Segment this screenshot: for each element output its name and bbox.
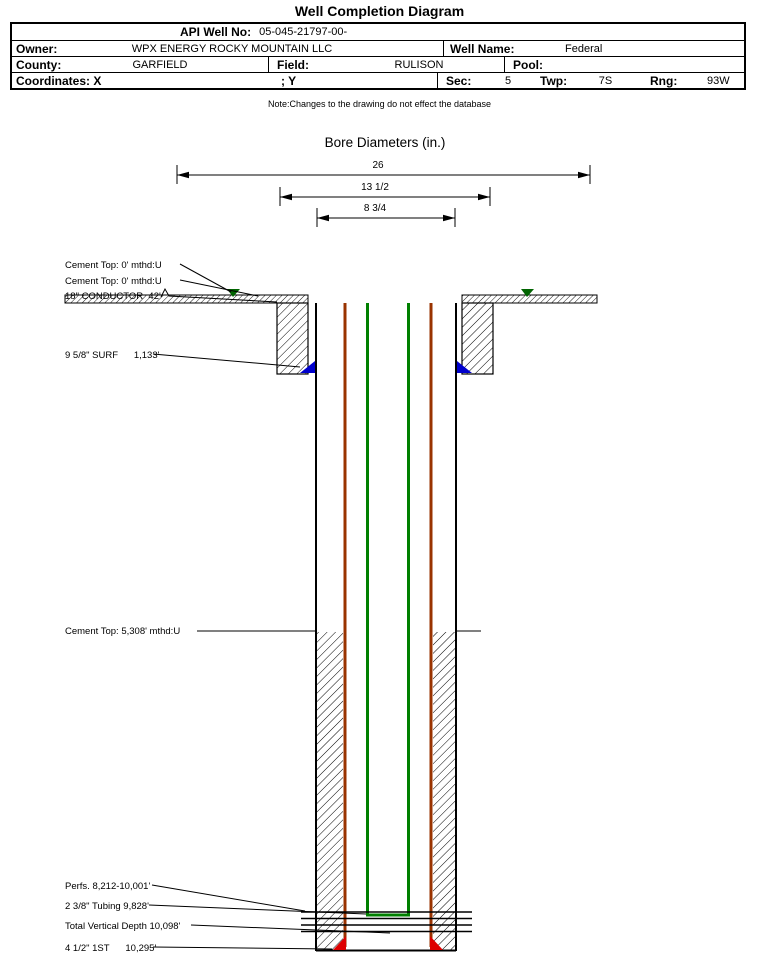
cement-top-marker-right-icon: [521, 289, 534, 297]
conductor-cement-left: [276, 302, 309, 375]
production-casing-label: 4 1/2" 1ST 10,295': [65, 943, 156, 954]
surface-casing-shoe-right-icon: [457, 361, 472, 373]
owner-value: WPX ENERGY ROCKY MOUNTAIN LLC: [131, 42, 333, 55]
database-note: Note:Changes to the drawing do not effec…: [268, 99, 491, 109]
twp-label: Twp:: [540, 73, 568, 88]
arrowhead-right-icon: [478, 193, 490, 201]
coordinates-row: Coordinates: X ; Y Sec: 5 Twp: 7S Rng: 9…: [12, 72, 744, 88]
conductor-label: 18" CONDUCTOR 42': [65, 291, 161, 302]
surface-casing-label: 9 5/8" SURF 1,133': [65, 350, 160, 361]
production-cement-right: [433, 632, 455, 950]
ground-surface-right: [461, 294, 598, 304]
sec-value: 5: [504, 74, 512, 87]
dimension-26: 26: [176, 160, 591, 184]
coordinates-y-label: ; Y: [281, 73, 297, 88]
api-value: 05-045-21797-00-: [259, 26, 348, 38]
dimension-8-3-4: 8 3/4: [316, 203, 456, 227]
county-label: County:: [16, 57, 62, 72]
rng-label: Rng:: [650, 73, 678, 88]
cement-top-2-label: Cement Top: 0' mthd:U: [65, 276, 162, 287]
field-value: RULISON: [394, 58, 444, 71]
tvd-label: Total Vertical Depth 10,098': [65, 921, 181, 932]
cement-top-2-leader: [179, 279, 259, 297]
page-title: Well Completion Diagram: [294, 3, 465, 19]
dimension-13-1-2-label: 13 1/2: [361, 182, 389, 193]
bore-diameters-title: Bore Diameters (in.): [325, 135, 446, 150]
cement-top-1-label: Cement Top: 0' mthd:U: [65, 260, 162, 271]
production-casing-shoe-left-icon: [333, 936, 346, 950]
production-cement-left: [317, 632, 343, 950]
production-shoe-leader: [152, 946, 333, 950]
well-name-label: Well Name:: [443, 41, 543, 56]
twp-value: 7S: [598, 74, 613, 87]
arrowhead-right-icon: [578, 171, 590, 179]
production-casing-shoe-right-icon: [430, 936, 443, 950]
annotation-leaders: [148, 263, 391, 950]
api-row: API Well No: 05-045-21797-00-: [12, 24, 744, 40]
cement-top-5308-label: Cement Top: 5,308' mthd:U: [65, 626, 180, 637]
arrowhead-left-icon: [177, 171, 189, 179]
sec-label: Sec:: [437, 73, 488, 88]
conductor-cement-right: [461, 302, 494, 375]
tubing-leader: [148, 904, 367, 915]
tubing-label: 2 3/8" Tubing 9,828': [65, 901, 149, 912]
owner-label: Owner:: [16, 41, 58, 56]
tvd-leader: [190, 924, 391, 934]
dimension-13-1-2: 13 1/2: [279, 182, 491, 206]
perfs-leader: [151, 884, 306, 912]
field-label: Field:: [268, 57, 368, 72]
annotation-labels: Cement Top: 0' mthd:U Cement Top: 0' mth…: [65, 260, 181, 954]
arrowhead-left-icon: [317, 214, 329, 222]
perfs-label: Perfs. 8,212-10,001': [65, 881, 150, 892]
well-info-table: API Well No: 05-045-21797-00- Owner: WPX…: [10, 22, 746, 90]
api-label: API Well No:: [180, 25, 252, 39]
conductor-leader: [160, 287, 278, 303]
county-row: County: GARFIELD Field: RULISON Pool:: [12, 56, 744, 72]
tubing-string: [366, 303, 410, 917]
surface-casing-leader: [152, 353, 301, 368]
ground-surface-left: [64, 294, 309, 304]
surface-casing-shoe-left-icon: [300, 361, 315, 373]
dimension-8-3-4-label: 8 3/4: [364, 203, 387, 214]
pool-label: Pool:: [504, 57, 744, 72]
owner-row: Owner: WPX ENERGY ROCKY MOUNTAIN LLC Wel…: [12, 40, 744, 56]
cement-top-marker-left-icon: [227, 289, 240, 297]
arrowhead-right-icon: [443, 214, 455, 222]
arrowhead-left-icon: [280, 193, 292, 201]
dimension-26-label: 26: [372, 160, 384, 171]
coordinates-label: Coordinates: X: [16, 73, 102, 88]
county-value: GARFIELD: [132, 58, 188, 71]
rng-value: 93W: [707, 74, 730, 87]
well-name-value: Federal: [565, 42, 603, 55]
cement-top-1-leader: [179, 263, 232, 293]
